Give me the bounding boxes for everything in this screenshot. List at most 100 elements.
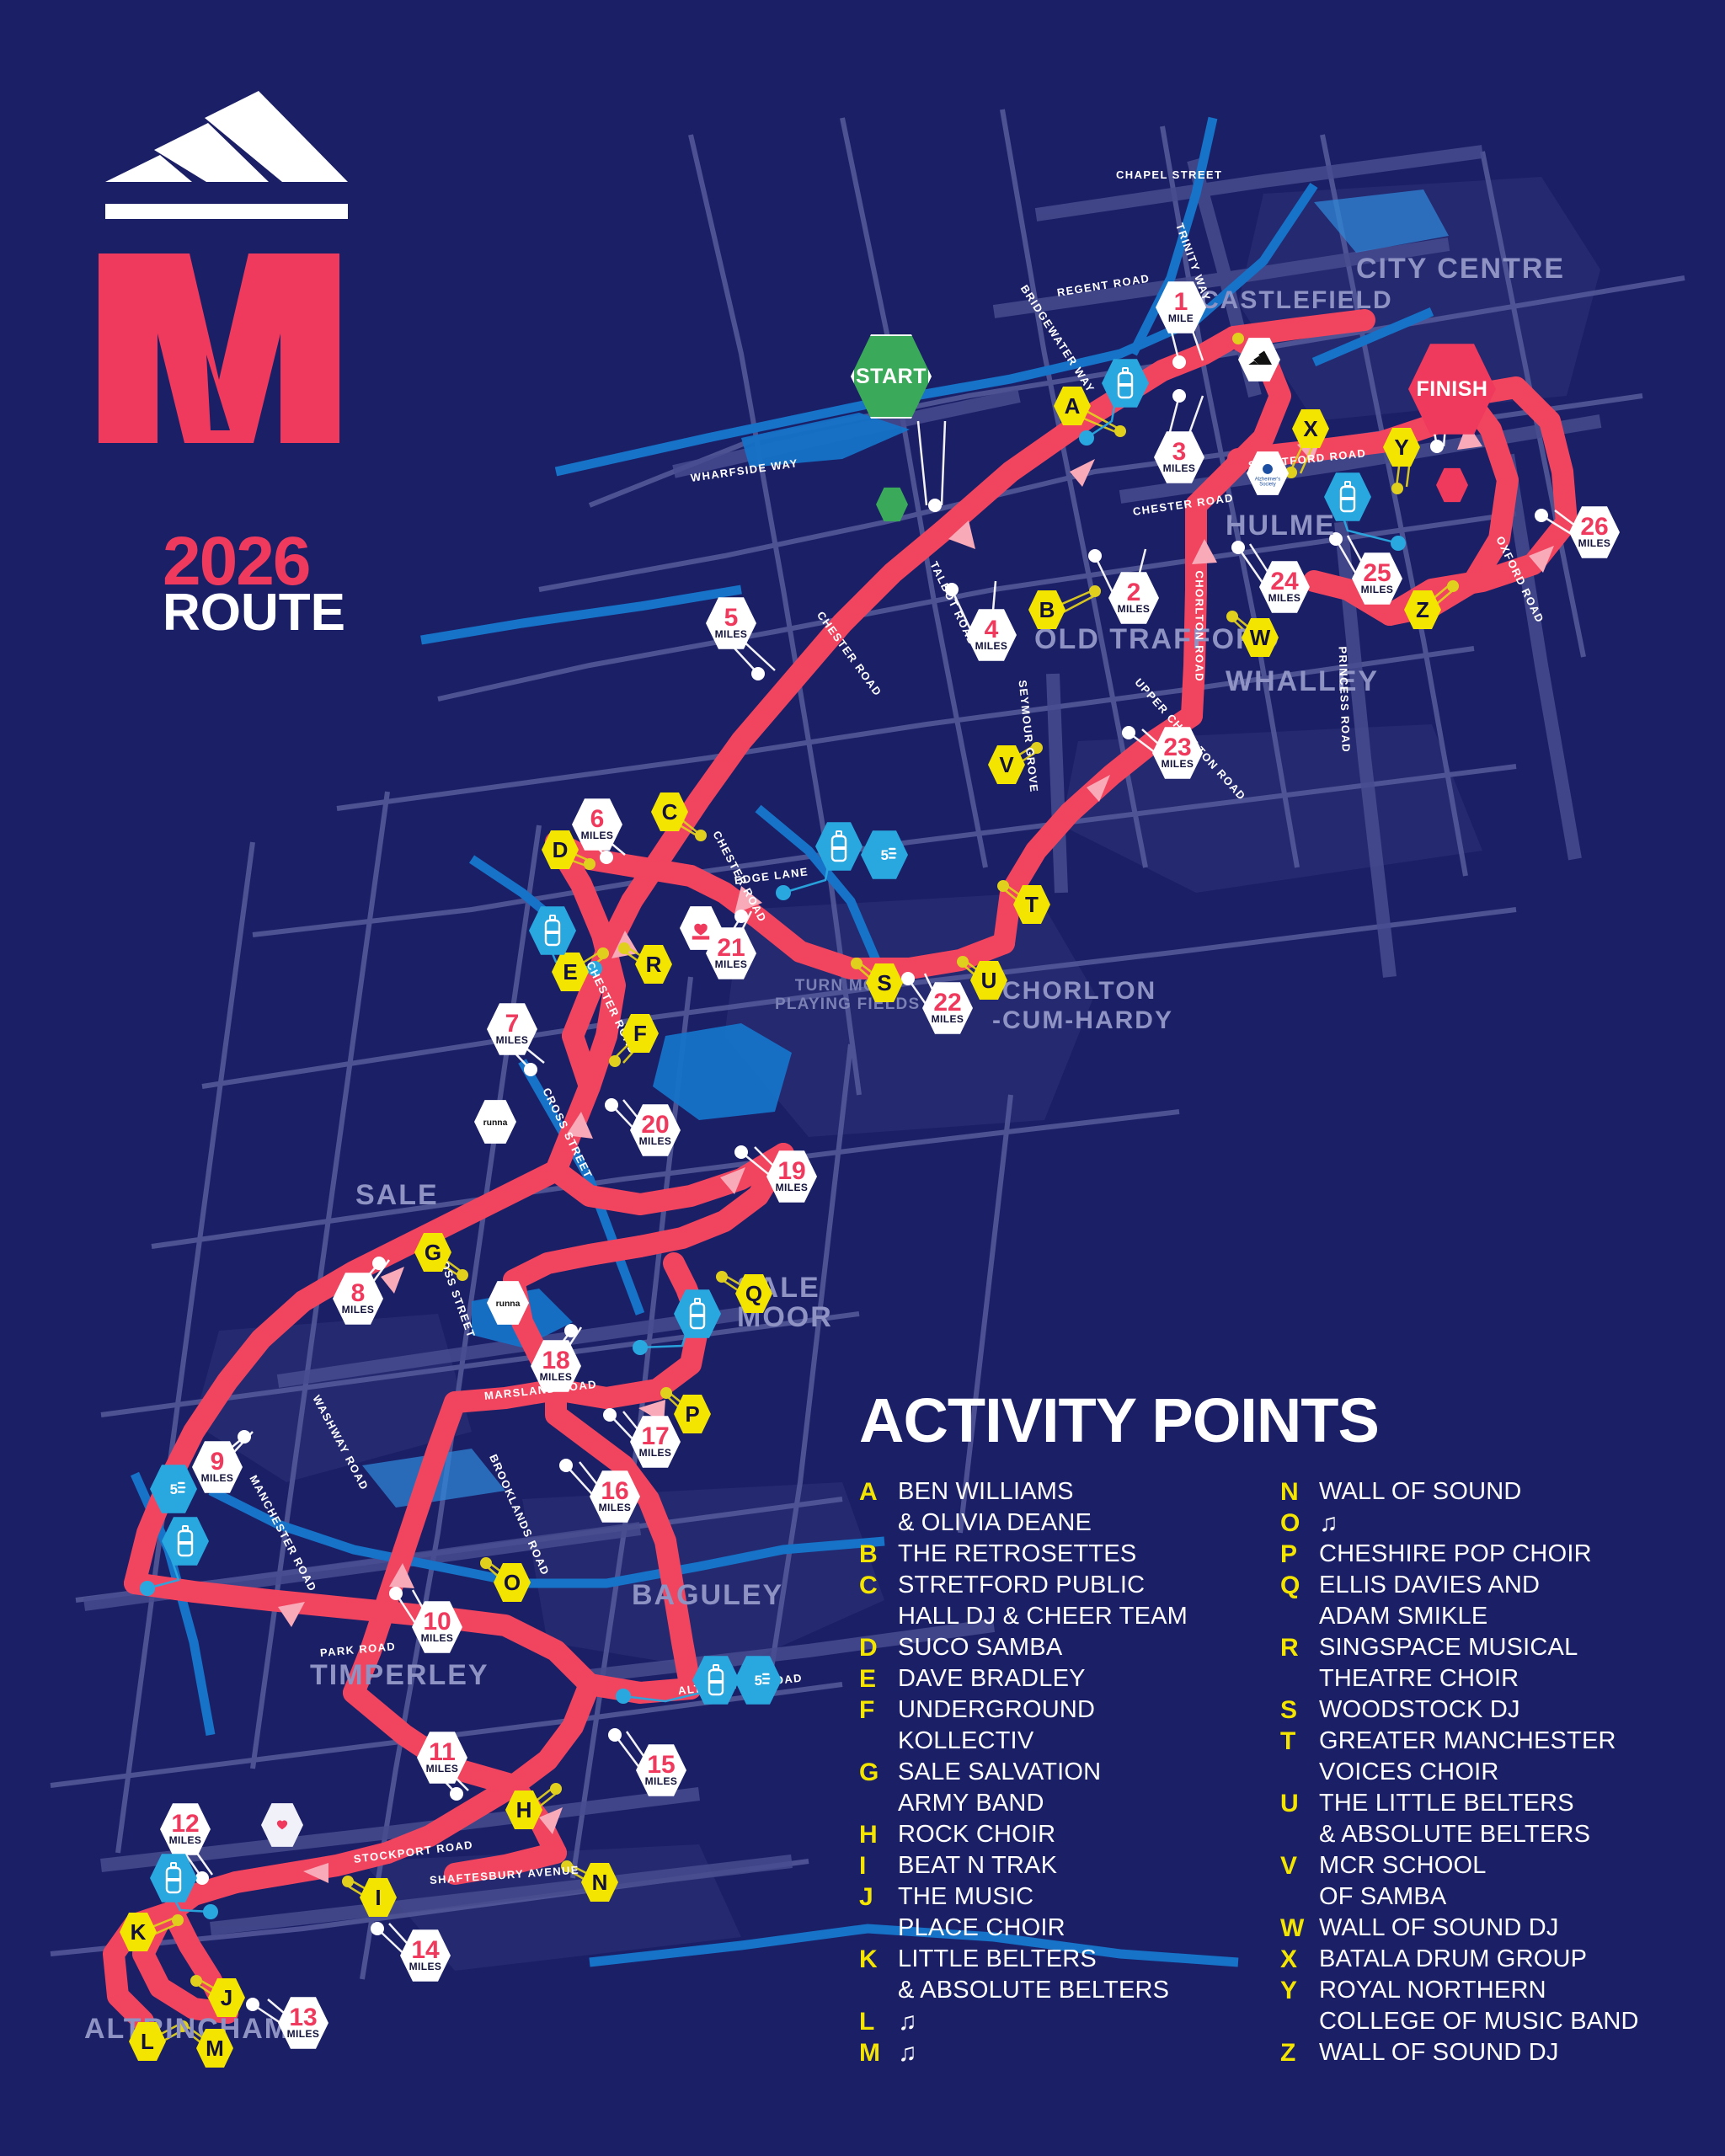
activity-marker-a[interactable]: A [1054, 386, 1091, 426]
legend-key-z: Z [1280, 2039, 1296, 2067]
legend-row-continuation: FKOLLECTIV [859, 1726, 1221, 1756]
area-label--cum-hardy: -CUM-HARDY [992, 1006, 1173, 1034]
start-marker[interactable]: START [851, 334, 932, 419]
mile-marker-unit: MILE [1167, 312, 1194, 324]
area-label-castlefield: CASTLEFIELD [1200, 286, 1393, 314]
legend-key-n: N [1280, 1478, 1299, 1506]
mile-marker-number: 23 [1163, 733, 1192, 761]
activity-marker-letter: A [1064, 393, 1081, 419]
finish-marker[interactable]: FINISH [1408, 344, 1496, 435]
activity-marker-letter: T [1025, 892, 1039, 917]
start-pin-hex [876, 487, 908, 522]
activity-marker-w[interactable]: W [1242, 617, 1279, 658]
legend-key-u: U [1280, 1790, 1299, 1817]
svg-text:5: 5 [881, 847, 889, 863]
svg-text:Society: Society [1259, 482, 1276, 487]
mile-marker-number: 2 [1126, 578, 1141, 606]
legend-key-p: P [1280, 1540, 1298, 1568]
legend-row: N WALL OF SOUND [1280, 1477, 1642, 1507]
legend-row: E DAVE BRADLEY [859, 1664, 1221, 1694]
legend-value: WALL OF SOUND [1319, 1478, 1522, 1505]
legend-value: ELLIS DAVIES AND [1319, 1572, 1541, 1598]
activity-marker-y[interactable]: Y [1383, 427, 1420, 467]
legend-value: ROYAL NORTHERN [1319, 1977, 1546, 2004]
area-label-city-centre: CITY CENTRE [1356, 253, 1566, 285]
legend-row-continuation: RTHEATRE CHOIR [1280, 1664, 1642, 1694]
mile-marker-number: 17 [641, 1422, 670, 1450]
legend-row-continuation: JPLACE CHOIR [859, 1913, 1221, 1943]
legend-value: SUCO SAMBA [898, 1634, 1063, 1661]
area-label-old-trafford: OLD TRAFFORD [1034, 623, 1281, 655]
legend-value: GREATER MANCHESTER [1319, 1727, 1616, 1754]
area-label-baguley: BAGULEY [632, 1579, 784, 1611]
mile-marker-number: 8 [350, 1278, 366, 1307]
svg-text:5: 5 [170, 1481, 178, 1497]
area-label-hulme: HULME [1226, 510, 1336, 542]
activity-marker-u[interactable]: U [970, 960, 1007, 1001]
activity-marker-z[interactable]: Z [1404, 590, 1441, 630]
legend-row: M♫ [859, 2038, 1221, 2068]
activity-marker-letter: M [206, 2036, 224, 2061]
mile-marker-unit: MILES [775, 1181, 809, 1193]
legend-value: & OLIVIA DEANE [898, 1509, 1092, 1536]
activity-marker-s[interactable]: S [866, 963, 903, 1003]
mile-marker-number: 26 [1580, 512, 1609, 541]
activity-marker-letter: E [563, 959, 578, 985]
legend-key-e: E [859, 1665, 877, 1693]
high-five-icon: 5 [861, 830, 908, 879]
mile-marker-number: 6 [590, 804, 605, 833]
mile-marker-unit: MILES [1578, 536, 1611, 549]
legend-value: DAVE BRADLEY [898, 1665, 1086, 1692]
mile-marker-unit: MILES [1360, 583, 1394, 595]
high-five-icon: 5 [734, 1656, 782, 1705]
mile-marker-unit: MILES [1117, 602, 1151, 615]
mile-marker-number: 21 [717, 933, 745, 962]
activity-marker-letter: Y [1394, 435, 1409, 460]
music-note-icon: ♫ [1319, 1509, 1338, 1537]
mile-marker-unit: MILES [931, 1012, 964, 1025]
legend-key-s: S [1280, 1696, 1298, 1724]
area-label-altrincham: ALTRINCHAM [84, 2013, 291, 2045]
finish-pin-hex [1436, 467, 1468, 503]
music-note-icon: ♫ [898, 2008, 917, 2036]
mile-marker-unit: MILES [1268, 591, 1301, 604]
activity-marker-b[interactable]: B [1028, 590, 1065, 630]
mile-marker-unit: MILES [168, 1833, 202, 1846]
activity-marker-letter: B [1039, 597, 1055, 622]
mile-marker-number: 14 [411, 1935, 440, 1964]
legend-row-continuation: GARMY BAND [859, 1789, 1221, 1818]
legend-row: L♫ [859, 2007, 1221, 2036]
mile-marker-number: 20 [641, 1110, 670, 1139]
legend-value: OF SAMBA [1319, 1883, 1447, 1910]
activity-marker-v[interactable]: V [988, 744, 1025, 785]
activity-marker-x[interactable]: X [1292, 408, 1329, 449]
mile-marker-number: 3 [1172, 437, 1187, 466]
legend-row-continuation: VOF SAMBA [1280, 1882, 1642, 1912]
activity-marker-t[interactable]: T [1013, 884, 1050, 925]
manchester-marathon-m-logo [99, 253, 339, 443]
mile-marker-number: 25 [1363, 558, 1391, 587]
activity-marker-letter: D [552, 837, 569, 862]
mile-marker-unit: MILES [425, 1762, 459, 1774]
legend-row-continuation: TVOICES CHOIR [1280, 1758, 1642, 1787]
area-label-chorlton: CHORLTON [1002, 977, 1157, 1005]
